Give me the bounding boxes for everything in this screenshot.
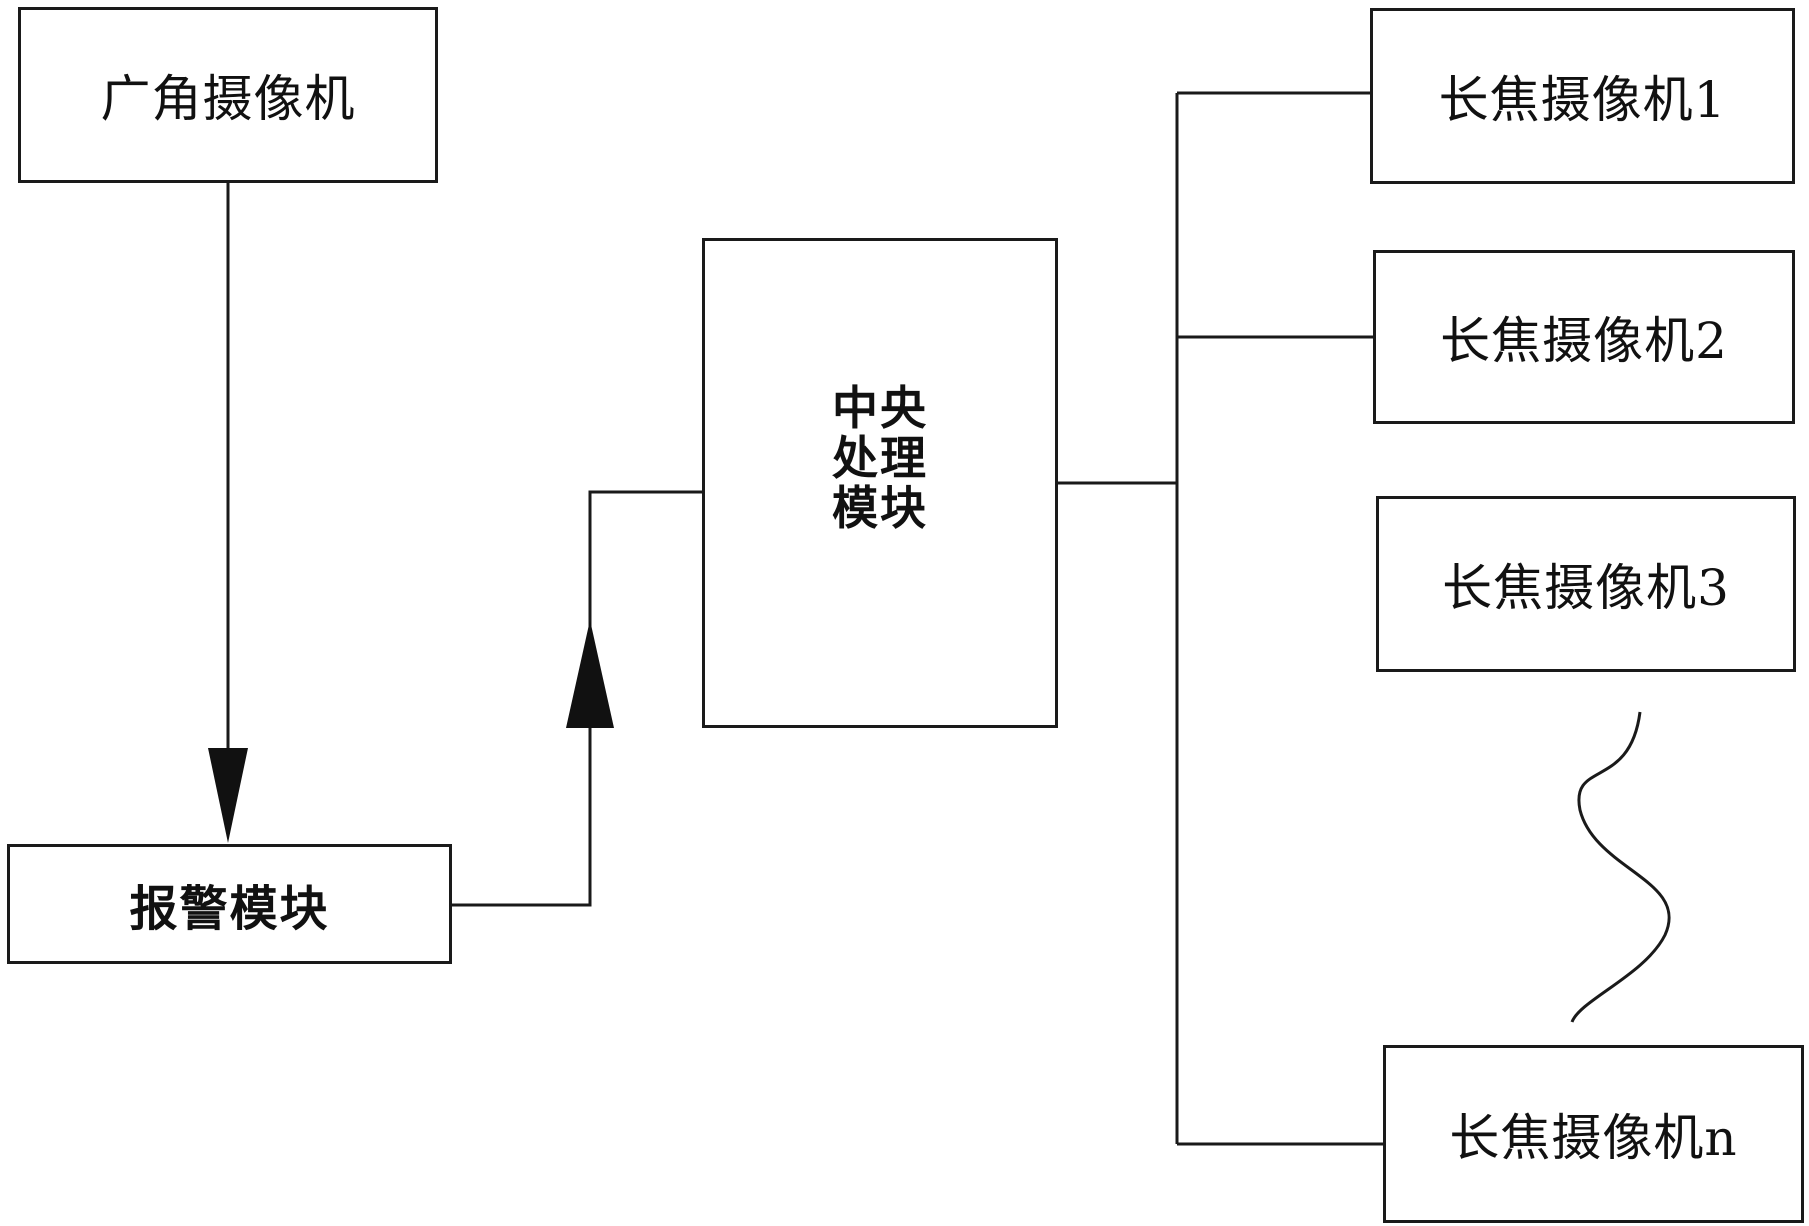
telephoto-camera-2-label: 长焦摄像机2	[1440, 301, 1728, 373]
alarm-module-label: 报警模块	[129, 869, 329, 939]
telephoto-camera-1-label: 长焦摄像机1	[1439, 60, 1727, 132]
arrowhead-down	[208, 748, 248, 843]
telephoto-camera-3-label: 长焦摄像机3	[1442, 548, 1730, 620]
telephoto-camera-2-box: 长焦摄像机2	[1373, 250, 1795, 424]
wide-angle-camera-box: 广角摄像机	[18, 7, 438, 183]
alarm-module-box: 报警模块	[7, 844, 452, 964]
central-processing-module-box: 中央处理模块	[702, 238, 1058, 728]
arrowhead-up	[566, 620, 614, 728]
telephoto-camera-3-box: 长焦摄像机3	[1376, 496, 1796, 672]
telephoto-camera-n-label: 长焦摄像机n	[1449, 1098, 1737, 1170]
ellipsis-wave	[1572, 712, 1669, 1022]
wide-angle-camera-label: 广角摄像机	[101, 59, 356, 131]
telephoto-camera-n-box: 长焦摄像机n	[1383, 1045, 1804, 1223]
telephoto-camera-1-box: 长焦摄像机1	[1370, 8, 1795, 184]
central-processing-module-label: 中央处理模块	[825, 383, 935, 533]
